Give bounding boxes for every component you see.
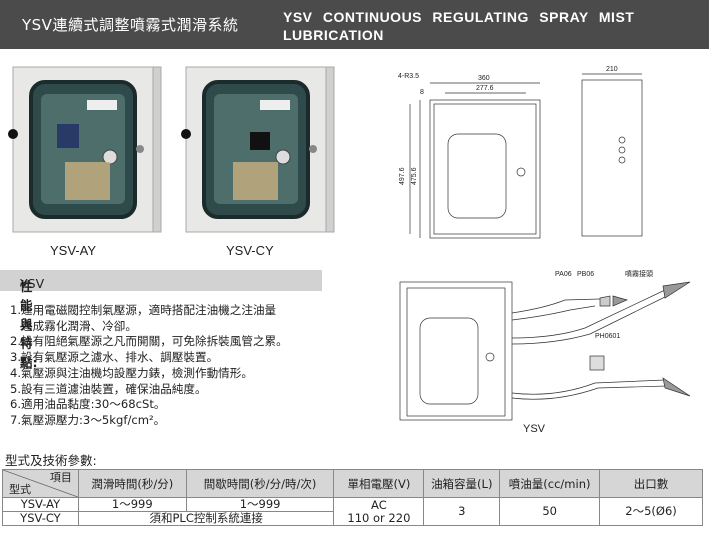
label-ph0601: PH0601 <box>595 333 620 340</box>
product-label-ysv-ay: YSV-AY <box>50 243 97 258</box>
label-model: YSV <box>523 423 546 435</box>
voltage-line-1: AC <box>371 497 387 512</box>
feature-item: 4.氣壓源與注油機均設壓力錶，檢測作動情形。 <box>10 365 253 380</box>
label-pb06: PB06 <box>577 271 594 278</box>
cell-model: YSV-CY <box>2 511 79 526</box>
cell-plc-note: 須和PLC控制系統連接 <box>77 511 335 526</box>
header-lube-time: 潤滑時間(秒/分) <box>77 469 187 498</box>
dim-360: 360 <box>478 75 490 82</box>
cell-interval: 1～999 <box>185 497 335 512</box>
feature-item: 6.適用油品黏度:30～68cSt。 <box>10 397 166 412</box>
table-header-row: 項目 型式 潤滑時間(秒/分) 間歇時間(秒/分/時/次) 單相電壓(V) 油箱… <box>2 469 703 498</box>
product-label-ysv-cy: YSV-CY <box>226 243 274 258</box>
corner-top-label: 項目 <box>49 470 72 484</box>
dim-497: 497.6 <box>399 167 406 185</box>
page-header: YSV連續式調整噴霧式潤滑系統 YSV CONTINUOUS REGULATIN… <box>0 0 709 49</box>
cell-lube-time: 1～999 <box>77 497 187 512</box>
feature-item: 3.設有氣壓源之濾水、排水、調壓裝置。 <box>10 350 219 365</box>
dimension-drawing: 4-R3.5 8 360 277.6 497.6 475.6 210 <box>398 66 643 239</box>
feature-item: 達成霧化潤滑、冷卻。 <box>10 318 137 333</box>
feature-item: 2.設有阻絕氣壓源之凡而開關，可免除拆裝風管之累。 <box>10 334 288 349</box>
title-chinese: YSV連續式調整噴霧式潤滑系統 <box>22 16 239 34</box>
spec-table-title: 型式及技術參數: <box>5 453 97 468</box>
dim-210: 210 <box>606 66 618 73</box>
header-spray: 噴油量(cc/min) <box>499 469 601 498</box>
product-image-ysv-cy <box>181 66 335 233</box>
title-english: YSV CONTINUOUS REGULATING SPRAY MIST LUB… <box>283 9 635 43</box>
feature-item: 5.設有三道濾油裝置，確保油品純度。 <box>10 381 207 396</box>
features-heading-bar: 性能與特點: YSV <box>0 270 322 370</box>
spec-table: 項目 型式 潤滑時間(秒/分) 間歇時間(秒/分/時/次) 單相電壓(V) 油箱… <box>2 469 703 526</box>
label-nozzle: 噴霧接頭 <box>625 269 653 278</box>
header-voltage: 單相電壓(V) <box>333 469 425 498</box>
features-heading-model: YSV <box>20 276 45 291</box>
cell-model: YSV-AY <box>2 497 79 512</box>
dim-475: 475.6 <box>411 167 418 185</box>
features-heading: 性能與特點: <box>20 279 38 370</box>
dim-277: 277.6 <box>476 85 494 92</box>
table-row: YSV-AY 1～999 1～999 AC 110 or 220 3 50 2～… <box>2 497 703 526</box>
dim-corner: 4-R3.5 <box>398 73 419 80</box>
product-image-ysv-ay <box>8 66 162 233</box>
corner-header-cell: 項目 型式 <box>2 469 79 498</box>
feature-item: 7.氣壓源壓力:3～5kgf/cm²。 <box>10 412 166 427</box>
header-tank: 油箱容量(L) <box>423 469 501 498</box>
cell-tank: 3 <box>423 497 501 526</box>
cell-spray: 50 <box>499 497 601 526</box>
cell-outlets: 2～5(Ø6) <box>599 497 703 526</box>
cell-voltage: AC 110 or 220 <box>333 497 425 526</box>
feature-item: 1.運用電磁閥控制氣壓源，適時搭配注油機之注油量 <box>10 303 277 317</box>
voltage-line-2: 110 or 220 <box>347 510 411 525</box>
diagonal-line <box>3 470 78 497</box>
corner-bottom-label: 型式 <box>9 482 31 496</box>
assembly-drawing: PA06 PB06 噴霧接頭 PH0601 YSV <box>399 269 691 435</box>
header-interval: 間歇時間(秒/分/時/次) <box>185 469 335 498</box>
dim-8: 8 <box>420 89 424 96</box>
table-row: YSV-CY 須和PLC控制系統連接 <box>2 511 703 526</box>
features-list: 1.運用電磁閥控制氣壓源，適時搭配注油機之注油量 達成霧化潤滑、冷卻。 2.設有… <box>10 303 340 429</box>
label-pa06: PA06 <box>555 271 572 278</box>
header-outlets: 出口數 <box>599 469 703 498</box>
